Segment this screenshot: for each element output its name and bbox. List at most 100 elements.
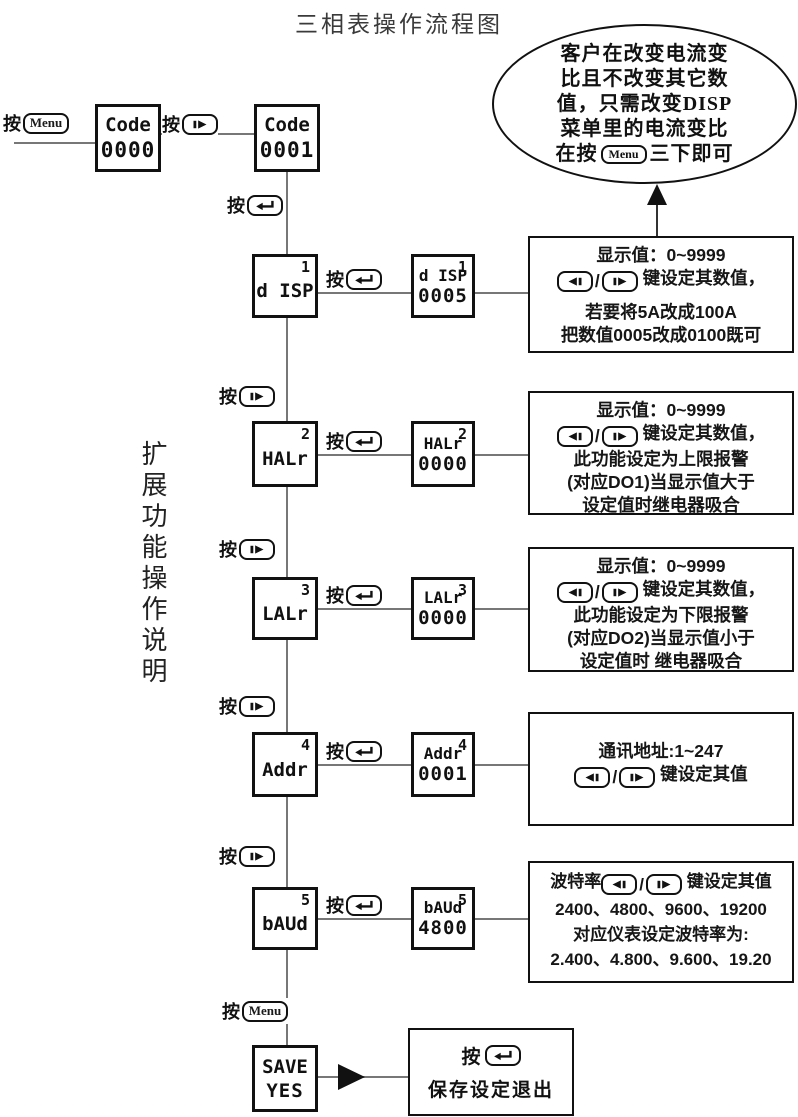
desc-text: 键设定其数值， [642,268,766,288]
press-label: 按 [3,114,21,134]
lcd-box-addr-value: 4 Addr 0001 [411,732,475,797]
left-arrow-key-icon [556,271,593,292]
lcd-box-halr: 2 HALr [252,421,318,487]
left-arrow-key-icon [556,582,593,603]
right-arrow-key-icon [646,874,682,895]
side-section-label: 扩展功能操作说明 [138,440,167,688]
press-label: 按 [326,896,344,916]
page-title: 三相表操作流程图 [295,12,503,37]
slash-label: / [612,767,618,787]
desc-title: 显示值：0~9999 [596,245,726,265]
right-arrow-key-icon [239,538,275,560]
press-label: 按 [326,586,344,606]
lcd-name: LALr [423,588,463,607]
desc-text: 2.400、4.800、9.600、19.20 [550,950,772,969]
desc-text: 设定值时 继电器吸合 [579,651,743,671]
desc-box-halr: 显示值：0~9999 / 键设定其数值， 此功能设定为上限报警 (对应DO1)当… [528,391,794,515]
desc-text: (对应DO2)当显示值小于 [567,628,755,648]
right-arrow-key-icon [601,271,638,292]
desc-box-baud: 波特率 / 键设定其值 2400、4800、9600、19200 对应仪表设定波… [528,861,794,983]
enter-key-icon [484,1045,521,1066]
lcd-value: 4800 [418,917,468,939]
lcd-sup-digit: 2 [457,425,467,443]
enter-key-icon [346,430,382,452]
enter-key-icon [346,584,382,606]
desc-text: 若要将5A改成100A [585,302,737,322]
lcd-box-addr: 4 Addr [252,732,318,797]
lcd-box-save: SAVE YES [252,1045,318,1112]
note-bubble: 客户在改变电流变 比且不改变其它数 值，只需改变DISP 菜单里的电流变比 在按… [492,24,797,184]
right-arrow-key-icon [239,845,275,867]
lcd-box-code-0000: Code 0000 [95,104,161,172]
desc-text: 设定值时继电器吸合 [582,495,740,515]
lcd-sup-digit: 4 [300,736,310,754]
save-arrow-icon [338,1064,365,1090]
flow-line [14,142,96,144]
left-arrow-key-icon [574,767,611,788]
desc-text: 此功能设定为下限报警 [573,605,749,625]
desc-box-disp: 显示值：0~9999 / 键设定其数值， 若要将5A改成100A 把数值0005… [528,236,794,353]
desc-text: 对应仪表设定波特率为: [573,925,749,944]
right-arrow-key-icon [619,767,656,788]
slash-label: / [594,582,600,602]
press-enter-addr: 按 [326,738,382,764]
right-arrow-key-icon [182,113,218,135]
lcd-box-lalr-value: 3 LALr 0000 [411,577,475,640]
lcd-box-disp-value: 1 d ISP 0005 [411,254,475,318]
press-menu-save: 按 Menu [222,998,288,1024]
press-label: 按 [219,540,237,560]
press-right-4: 按 [219,843,275,869]
press-label: 按 [219,847,237,867]
desc-title: 通讯地址:1~247 [598,741,724,761]
slash-label: / [639,875,644,894]
slash-label: / [594,271,600,291]
enter-key-icon [346,740,382,762]
enter-key-icon [346,894,382,916]
press-right-code: 按 [162,111,218,137]
right-arrow-key-icon [239,695,275,717]
lcd-box-disp: 1 d ISP [252,254,318,318]
press-enter-exit: 按 [461,1042,521,1069]
lcd-name: d ISP [256,280,314,302]
up-arrow-icon [647,184,667,205]
press-menu-start: 按 Menu [3,110,69,136]
press-right-3: 按 [219,693,275,719]
exit-box: 按 保存设定退出 [408,1028,574,1116]
right-arrow-key-icon [239,385,275,407]
press-label: 按 [219,697,237,717]
press-label: 按 [326,742,344,762]
lcd-value: 0005 [418,284,468,307]
lcd-name: HALr [423,433,463,453]
press-enter-baud: 按 [326,892,382,918]
lcd-box-halr-value: 2 HALr 0000 [411,421,475,487]
press-label: 按 [222,1002,240,1022]
lcd-sup-digit: 1 [457,258,467,276]
desc-text: (对应DO1)当显示值大于 [567,472,755,492]
lcd-value: 0000 [100,138,156,162]
press-enter-disp: 按 [326,266,382,292]
press-right-1: 按 [219,383,275,409]
lcd-box-code-0001: Code 0001 [254,104,320,172]
bubble-line: 比且不改变其它数 [560,67,729,90]
lcd-sup-digit: 4 [457,736,467,754]
press-enter-halr: 按 [326,428,382,454]
desc-text: 键设定其值 [660,764,748,784]
bubble-line: 值，只需改变DISP [556,92,733,115]
right-arrow-key-icon [601,426,638,447]
desc-title: 显示值：0~9999 [596,400,726,420]
desc-title: 显示值：0~9999 [596,556,726,576]
press-enter-after-code: 按 [227,192,283,218]
desc-text: 把数值0005改成0100既可 [560,325,762,345]
lcd-value: 0001 [418,763,468,785]
menu-key-icon: Menu [600,144,647,164]
lcd-name: SAVE [262,1055,308,1078]
lcd-sup-digit: 3 [300,581,310,599]
press-label: 按 [461,1047,483,1068]
enter-key-icon [346,268,382,290]
press-label: 按 [219,387,237,407]
press-label: 按 [227,196,245,216]
desc-box-addr: 通讯地址:1~247 / 键设定其值 [528,712,794,826]
lcd-sup-digit: 5 [457,891,467,909]
up-arrow-line [656,203,658,237]
